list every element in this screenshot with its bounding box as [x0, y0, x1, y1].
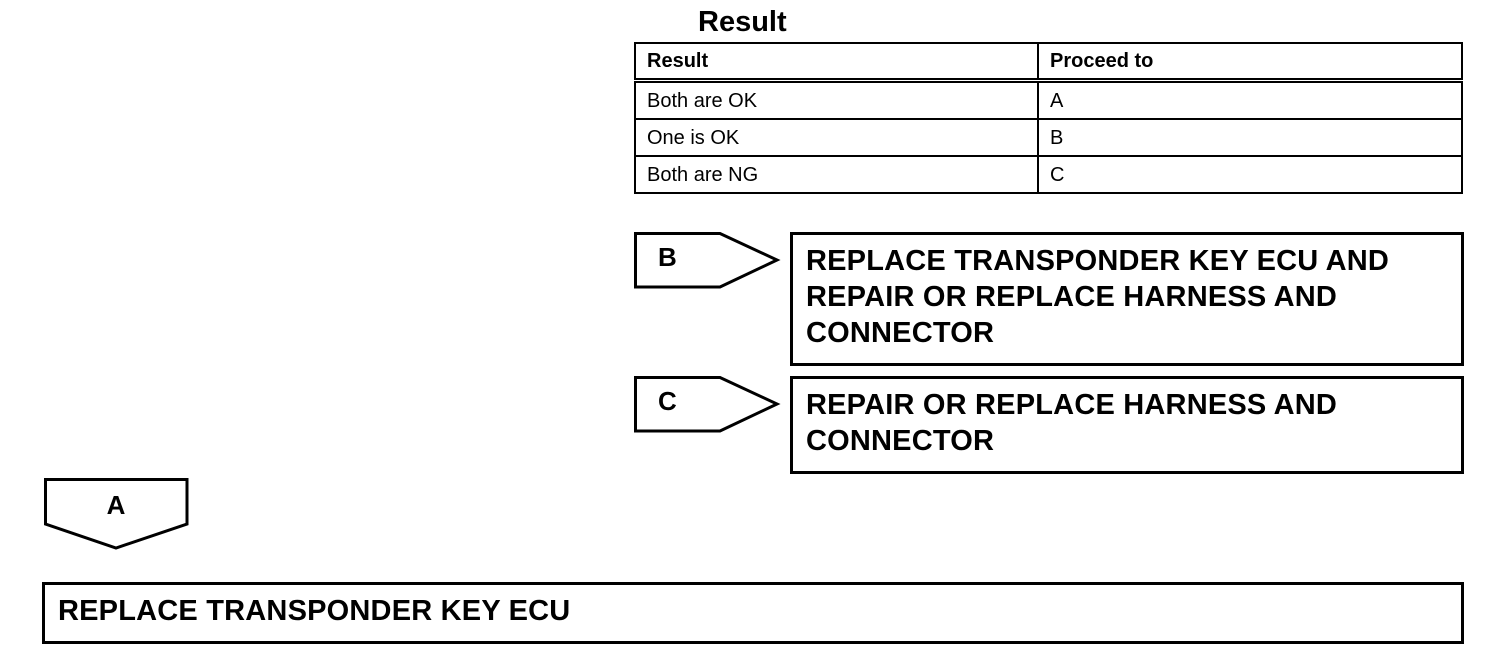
proceed-cell: C [1037, 155, 1463, 194]
result-table: Result Proceed to Both are OK A One is O… [634, 42, 1463, 194]
branch-c-label: C [658, 386, 677, 416]
branch-a-action-box: REPLACE TRANSPONDER KEY ECU [42, 582, 1464, 644]
header-result: Result [634, 42, 1039, 83]
table-header-row: Result Proceed to [634, 42, 1463, 83]
table-row: One is OK B [634, 118, 1463, 157]
result-cell: Both are NG [634, 155, 1039, 194]
proceed-cell: B [1037, 118, 1463, 157]
table-row: Both are NG C [634, 155, 1463, 194]
right-arrow-flag-icon [634, 376, 781, 433]
header-proceed-to: Proceed to [1037, 42, 1463, 83]
branch-b-label: B [658, 242, 677, 272]
result-cell: One is OK [634, 118, 1039, 157]
branch-b-action-box: REPLACE TRANSPONDER KEY ECU AND REPAIR O… [790, 232, 1464, 366]
result-cell: Both are OK [634, 79, 1039, 120]
branch-b-flag: B [634, 232, 782, 290]
table-row: Both are OK A [634, 79, 1463, 120]
proceed-cell: A [1037, 79, 1463, 120]
branch-a-label: A [106, 490, 126, 520]
down-arrow-flag-icon [44, 478, 189, 550]
right-arrow-flag-icon [634, 232, 781, 289]
result-heading: Result [698, 6, 787, 38]
branch-a-flag: A [44, 478, 190, 552]
branch-c-action-box: REPAIR OR REPLACE HARNESS AND CONNECTOR [790, 376, 1464, 474]
branch-c-flag: C [634, 376, 782, 434]
